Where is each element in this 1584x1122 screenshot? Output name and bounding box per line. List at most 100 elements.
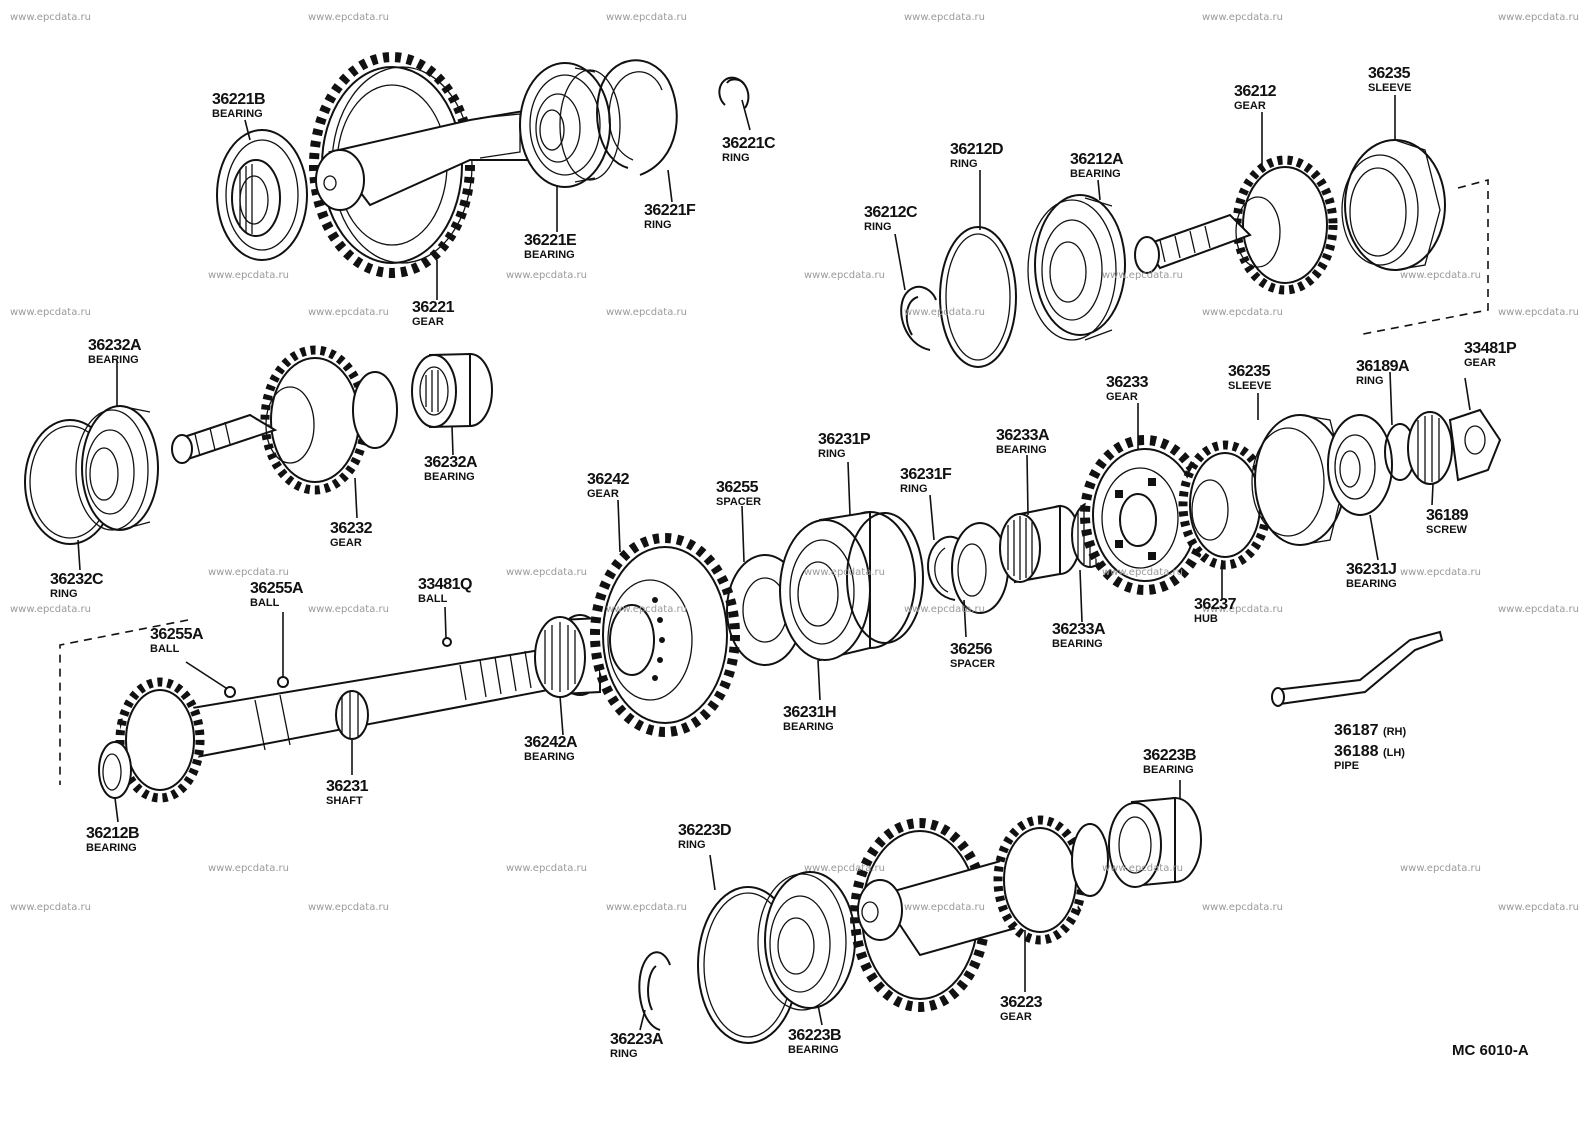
part-label-33481q[interactable]: 33481Q BALL <box>418 577 472 605</box>
part-label-36237[interactable]: 36237 HUB <box>1194 597 1237 625</box>
part-label-36223[interactable]: 36223 GEAR <box>1000 995 1043 1023</box>
part-label-36233a-top[interactable]: 36233A BEARING <box>996 427 1050 456</box>
watermark: www.epcdata.ru <box>308 902 389 913</box>
ball-36255a-b-drawing <box>277 676 289 688</box>
part-label-33481p[interactable]: 33481P GEAR <box>1464 341 1517 369</box>
part-name: SPACER <box>716 496 762 508</box>
part-name: BEARING <box>1052 638 1103 650</box>
watermark: www.epcdata.ru <box>10 307 91 318</box>
part-number: 36255A <box>150 626 204 643</box>
gear-36212-drawing <box>1134 155 1338 295</box>
part-label-36212a[interactable]: 36212A BEARING <box>1070 152 1124 180</box>
part-label-36232[interactable]: 36232 GEAR <box>330 520 373 549</box>
part-number: 36221F <box>644 202 696 219</box>
part-label-36221b[interactable]: 36221B BEARING <box>212 92 266 120</box>
watermark: www.epcdata.ru <box>208 863 289 874</box>
watermark: www.epcdata.ru <box>1202 307 1283 318</box>
part-label-36231p[interactable]: 36231P RING <box>818 432 871 460</box>
watermark: www.epcdata.ru <box>1102 567 1183 578</box>
part-label-36255a-a[interactable]: 36255A BALL <box>250 580 304 609</box>
part-label-36189a[interactable]: 36189A RING <box>1356 359 1410 387</box>
part-name: GEAR <box>330 537 362 549</box>
part-label-36233a-bottom[interactable]: 36233A BEARING <box>1052 621 1106 650</box>
part-name: GEAR <box>1464 357 1496 369</box>
watermark: www.epcdata.ru <box>308 12 389 23</box>
watermark: www.epcdata.ru <box>308 307 389 318</box>
part-name: BEARING <box>996 444 1047 456</box>
bearing-36231j-drawing <box>1327 414 1393 516</box>
part-label-36242a[interactable]: 36242A BEARING <box>524 735 578 763</box>
part-label-36221c[interactable]: 36221C RING <box>722 135 776 164</box>
part-label-36223b-bottom[interactable]: 36223B BEARING <box>788 1028 842 1056</box>
spacer-36256-drawing <box>951 522 1009 614</box>
watermark: www.epcdata.ru <box>308 604 389 615</box>
part-number: 36212D <box>950 141 1004 158</box>
part-label-36223a[interactable]: 36223A RING <box>610 1032 664 1060</box>
part-name: BEARING <box>88 354 139 366</box>
part-label-36212[interactable]: 36212 GEAR <box>1234 84 1277 112</box>
watermark: www.epcdata.ru <box>1202 12 1283 23</box>
bearing-36223b-top-drawing <box>1108 796 1202 888</box>
part-name: SCREW <box>1426 524 1467 536</box>
part-label-36232a-top[interactable]: 36232A BEARING <box>88 338 142 366</box>
part-number: 36235 <box>1228 363 1271 380</box>
part-label-36212c[interactable]: 36212C RING <box>864 205 918 233</box>
part-label-36221f[interactable]: 36221F RING <box>644 202 696 231</box>
part-number: 36255 <box>716 479 759 496</box>
gear-36242-drawing <box>590 533 740 737</box>
part-label-36235-top[interactable]: 36235 SLEEVE <box>1368 66 1411 94</box>
part-label-36221e[interactable]: 36221E BEARING <box>524 233 577 261</box>
watermark: www.epcdata.ru <box>606 12 687 23</box>
part-number: 36242 <box>587 471 630 488</box>
gear-36223-drawing <box>850 815 1109 1012</box>
part-label-36231[interactable]: 36231 SHAFT <box>326 779 369 807</box>
part-label-36235-mid[interactable]: 36235 SLEEVE <box>1228 364 1271 392</box>
part-label-36212d[interactable]: 36212D RING <box>950 141 1004 170</box>
watermark: www.epcdata.ru <box>1498 604 1579 615</box>
part-name: BALL <box>150 643 180 655</box>
watermark: www.epcdata.ru <box>10 604 91 615</box>
bearing-36223b-bottom-drawing <box>757 871 856 1011</box>
part-label-36232a-mid[interactable]: 36232A BEARING <box>424 455 478 483</box>
part-number: 36233A <box>1052 621 1106 638</box>
watermark: www.epcdata.ru <box>804 567 885 578</box>
part-label-36231j[interactable]: 36231J BEARING <box>1346 562 1397 590</box>
part-label-36221[interactable]: 36221 GEAR <box>412 300 455 328</box>
part-label-36232c[interactable]: 36232C RING <box>50 572 104 600</box>
part-label-36242[interactable]: 36242 GEAR <box>587 471 630 500</box>
part-label-36187[interactable]: 36187 (RH) <box>1334 723 1406 739</box>
watermark: www.epcdata.ru <box>506 270 587 281</box>
part-name: BEARING <box>1143 764 1194 776</box>
gear-36232-drawing <box>171 345 398 495</box>
part-number: 36232 <box>330 520 373 537</box>
gear-36221-drawing <box>309 52 531 278</box>
part-number: 36223B <box>1143 747 1197 764</box>
part-label-36255a-b[interactable]: 36255A BALL <box>150 626 204 655</box>
part-name: RING <box>678 839 706 851</box>
part-number: 36231H <box>783 704 837 721</box>
part-label-36189[interactable]: 36189 SCREW <box>1426 508 1469 536</box>
part-label-36223b-top[interactable]: 36223B BEARING <box>1143 747 1197 776</box>
watermark: www.epcdata.ru <box>1400 863 1481 874</box>
watermark: www.epcdata.ru <box>506 863 587 874</box>
part-label-36233[interactable]: 36233 GEAR <box>1106 375 1149 403</box>
watermark: www.epcdata.ru <box>904 902 985 913</box>
part-name: GEAR <box>1234 100 1266 112</box>
part-label-36256[interactable]: 36256 SPACER <box>950 642 995 670</box>
part-number: 36233A <box>996 427 1050 444</box>
part-side: (LH) <box>1382 747 1405 759</box>
part-label-36231h[interactable]: 36231H BEARING <box>783 704 837 733</box>
part-number: 36221C <box>722 135 776 152</box>
part-label-36212b[interactable]: 36212B BEARING <box>86 826 140 854</box>
part-label-36223d[interactable]: 36223D RING <box>678 822 732 851</box>
part-label-36255[interactable]: 36255 SPACER <box>716 480 761 508</box>
watermark: www.epcdata.ru <box>904 604 985 615</box>
part-label-36231f[interactable]: 36231F RING <box>900 467 952 495</box>
part-number: 36223D <box>678 822 732 839</box>
part-label-36188[interactable]: 36188 (LH) PIPE <box>1334 744 1405 772</box>
part-name: RING <box>818 448 846 460</box>
part-number: 36255A <box>250 580 304 597</box>
part-name: GEAR <box>587 488 619 500</box>
